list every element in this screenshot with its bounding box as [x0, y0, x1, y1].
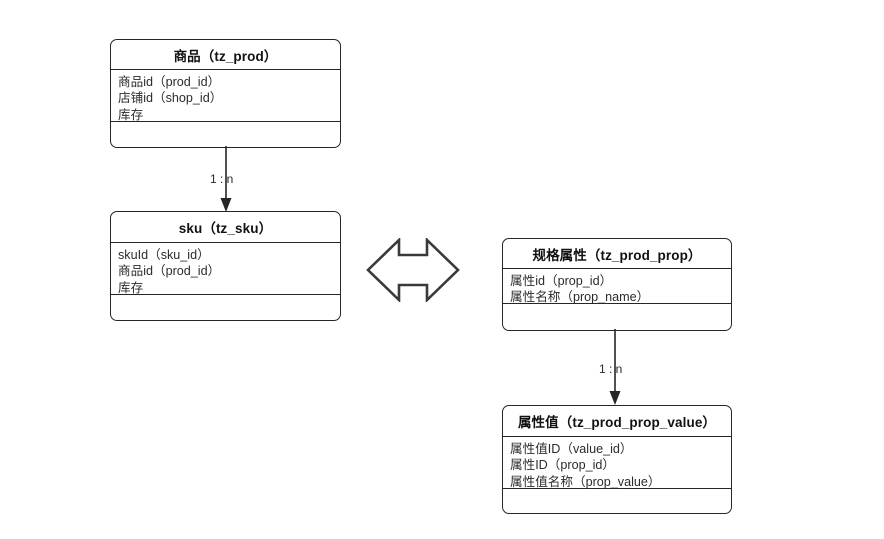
attribute-row: 店铺id（shop_id）: [118, 91, 223, 106]
attribute-row: 商品id（prod_id）: [118, 264, 221, 279]
entity-title-sku: sku（tz_sku）: [111, 212, 340, 243]
entity-attributes-sku: skuId（sku_id） 商品id（prod_id） 库存: [111, 243, 340, 295]
connector-label-prop-to-prop-value: 1 : n: [599, 362, 623, 376]
attribute-row: 属性值ID（value_id）: [510, 442, 633, 456]
connector-prop-to-prop-value: [607, 329, 627, 407]
entity-box-prod-prop[interactable]: 规格属性（tz_prod_prop） 属性id（prop_id） 属性名称（pr…: [502, 238, 732, 331]
entity-title-prod: 商品（tz_prod）: [111, 40, 340, 70]
attribute-row: 商品id（prod_id）: [118, 75, 221, 89]
entity-title-prod-prop-value: 属性值（tz_prod_prop_value）: [503, 406, 731, 437]
entity-box-prod-prop-value[interactable]: 属性值（tz_prod_prop_value） 属性值ID（value_id） …: [502, 405, 732, 514]
entity-attributes-prod: 商品id（prod_id） 店铺id（shop_id） 库存: [111, 70, 340, 122]
connector-label-prod-to-sku: 1 : n: [210, 172, 234, 186]
attribute-row: 库存: [118, 280, 144, 295]
double-headed-arrow-icon: [366, 238, 460, 302]
entity-box-prod[interactable]: 商品（tz_prod） 商品id（prod_id） 店铺id（shop_id） …: [110, 39, 341, 148]
connector-prod-to-sku: [218, 146, 238, 214]
attribute-row: skuId（sku_id）: [118, 248, 210, 262]
entity-box-sku[interactable]: sku（tz_sku） skuId（sku_id） 商品id（prod_id） …: [110, 211, 341, 321]
attribute-row: 属性值名称（prop_value）: [510, 474, 661, 489]
attribute-row: 库存: [118, 107, 144, 122]
attribute-row: 属性名称（prop_name）: [510, 290, 650, 305]
attribute-row: 属性ID（prop_id）: [510, 458, 615, 473]
attribute-row: 属性id（prop_id）: [510, 274, 613, 288]
entity-attributes-prod-prop-value: 属性值ID（value_id） 属性ID（prop_id） 属性值名称（prop…: [503, 437, 731, 489]
entity-attributes-prod-prop: 属性id（prop_id） 属性名称（prop_name）: [503, 269, 731, 304]
entity-title-prod-prop: 规格属性（tz_prod_prop）: [503, 239, 731, 269]
